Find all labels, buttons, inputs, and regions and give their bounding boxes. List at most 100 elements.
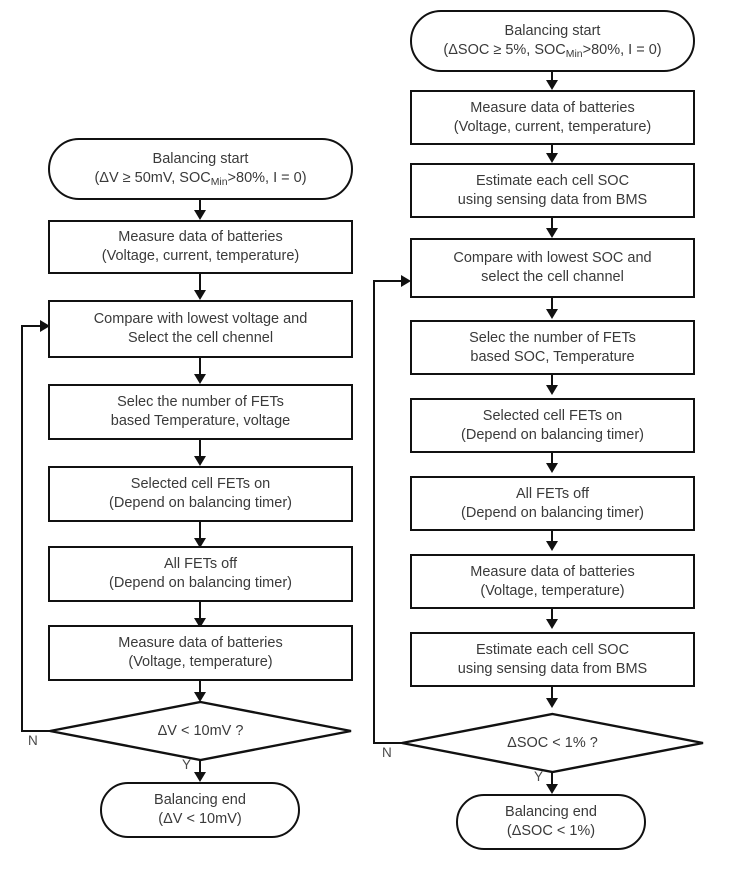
arrowhead-s1-s2 (194, 374, 206, 384)
connector-v-soc-s4-s5 (551, 453, 553, 470)
arrowhead-soc-start-s0 (546, 80, 558, 90)
soc-step-0-line1: Measure data of batteries (470, 99, 635, 116)
connector-v-soc-s2-s3 (551, 298, 553, 316)
connector-h-decision-loop (21, 730, 51, 732)
soc-end-line1: Balancing end (505, 804, 597, 821)
connector-v-s1-s2 (199, 358, 201, 380)
voltage-decision: ΔV < 10mV ? (48, 700, 353, 762)
soc-decision: ΔSOC < 1% ? (400, 712, 705, 774)
arrowhead-soc-s3-s4 (546, 385, 558, 395)
voltage-end-line2: (ΔV < 10mV) (158, 811, 242, 827)
soc-step-7: Estimate each cell SOC using sensing dat… (410, 632, 695, 687)
arrowhead-decision-end (194, 772, 206, 782)
soc-step-7-line2: using sensing data from BMS (457, 660, 648, 677)
connector-h-loop-into-step1 (21, 325, 51, 327)
arrowhead-start-s0 (194, 210, 206, 220)
soc-step-0-line2: (Voltage, current, temperature) (453, 118, 652, 135)
connector-v-soc-s7-decision (551, 687, 553, 704)
soc-step-4: Selected cell FETs on (Depend on balanci… (410, 398, 695, 453)
connector-v-soc-start-s0 (551, 72, 553, 86)
arrowhead-soc-s0-s1 (546, 153, 558, 163)
soc-step-1-line2: using sensing data from BMS (457, 191, 648, 208)
voltage-step-3: Selected cell FETs on (Depend on balanci… (48, 466, 353, 522)
soc-step-2: Compare with lowest SOC and select the c… (410, 238, 695, 298)
soc-edge-label-yes: Y (534, 769, 544, 784)
voltage-step-0-line1: Measure data of batteries (118, 229, 283, 246)
voltage-step-4-line2: (Depend on balancing timer) (109, 575, 292, 591)
voltage-step-5-line1: Measure data of batteries (118, 635, 283, 652)
soc-decision-shape (401, 712, 704, 774)
soc-start-terminal: Balancing start (ΔSOC ≥ 5%, SOCMin>80%, … (410, 10, 695, 72)
soc-start-line1: Balancing start (504, 23, 601, 40)
connector-v-soc-s1-s2 (551, 218, 553, 234)
soc-step-6-line1: Measure data of batteries (470, 563, 635, 580)
soc-step-6-line2: (Voltage, temperature) (480, 582, 625, 599)
connector-v-soc-decision-end (551, 772, 553, 791)
soc-start-line2: (ΔSOC ≥ 5%, SOCMin>80%, I = 0) (443, 42, 662, 60)
soc-end-terminal: Balancing end (ΔSOC < 1%) (456, 794, 646, 850)
voltage-step-5-line2: (Voltage, temperature) (128, 654, 273, 670)
connector-v-decision-end (199, 760, 201, 779)
voltage-step-1-line2: Select the cell chennel (127, 330, 274, 346)
voltage-step-2: Selec the number of FETs based Temperatu… (48, 384, 353, 440)
arrowhead-s5-decision (194, 692, 206, 702)
voltage-start-terminal: Balancing start (ΔV ≥ 50mV, SOCMin>80%, … (48, 138, 353, 200)
voltage-end-terminal: Balancing end (ΔV < 10mV) (100, 782, 300, 838)
connector-v-start-s0 (199, 200, 201, 216)
voltage-step-0-line2: (Voltage, current, temperature) (101, 248, 300, 264)
arrowhead-soc-decision-end (546, 784, 558, 794)
voltage-end-line1: Balancing end (154, 792, 246, 809)
soc-step-3: Selec the number of FETs based SOC, Temp… (410, 320, 695, 375)
soc-decision-label: ΔSOC < 1% ? (507, 735, 598, 751)
soc-step-2-line1: Compare with lowest SOC and (453, 250, 652, 267)
arrowhead-soc-s7-decision (546, 698, 558, 708)
soc-step-5-line1: All FETs off (515, 485, 590, 502)
arrowhead-s4-s5 (194, 618, 206, 628)
arrowhead-soc-s5-s6 (546, 541, 558, 551)
connector-v-s3-s4 (199, 522, 201, 544)
arrowhead-loop-step1 (40, 320, 50, 332)
soc-step-1: Estimate each cell SOC using sensing dat… (410, 163, 695, 218)
arrowhead-soc-s2-s3 (546, 309, 558, 319)
soc-step-6: Measure data of batteries (Voltage, temp… (410, 554, 695, 609)
arrowhead-soc-s1-s2 (546, 228, 558, 238)
connector-v-s0-s1 (199, 274, 201, 296)
arrowhead-soc-s4-s5 (546, 463, 558, 473)
soc-step-3-line2: based SOC, Temperature (470, 348, 635, 365)
soc-step-4-line1: Selected cell FETs on (482, 407, 623, 424)
voltage-step-1: Compare with lowest voltage and Select t… (48, 300, 353, 358)
soc-step-2-line2: select the cell channel (481, 269, 624, 285)
soc-step-3-line1: Selec the number of FETs (469, 329, 636, 346)
voltage-step-4-line1: All FETs off (163, 556, 238, 573)
arrowhead-s3-s4 (194, 538, 206, 548)
connector-h-soc-loop-into-step2 (373, 280, 403, 282)
soc-step-5: All FETs off (Depend on balancing timer) (410, 476, 695, 531)
soc-end-line2: (ΔSOC < 1%) (506, 823, 596, 839)
voltage-decision-shape (49, 700, 352, 762)
soc-step-7-line1: Estimate each cell SOC (475, 641, 630, 658)
connector-v-s2-s3 (199, 440, 201, 462)
voltage-decision-label: ΔV < 10mV ? (157, 723, 244, 739)
connector-v-loop-up (21, 325, 23, 732)
voltage-step-4: All FETs off (Depend on balancing timer) (48, 546, 353, 602)
voltage-step-5: Measure data of batteries (Voltage, temp… (48, 625, 353, 681)
connector-v-soc-loop-up (373, 280, 375, 744)
arrowhead-soc-loop-step2 (401, 275, 411, 287)
soc-step-4-line2: (Depend on balancing timer) (461, 426, 644, 443)
voltage-step-3-line1: Selected cell FETs on (130, 476, 271, 493)
connector-v-s4-s5 (199, 602, 201, 624)
voltage-edge-label-yes: Y (182, 757, 192, 772)
voltage-step-2-line1: Selec the number of FETs (117, 394, 284, 411)
soc-edge-label-no: N (382, 745, 392, 760)
voltage-step-0: Measure data of batteries (Voltage, curr… (48, 220, 353, 274)
soc-step-0: Measure data of batteries (Voltage, curr… (410, 90, 695, 145)
voltage-step-3-line2: (Depend on balancing timer) (109, 495, 292, 511)
connector-v-soc-s6-s7 (551, 609, 553, 626)
connector-v-soc-s0-s1 (551, 145, 553, 159)
voltage-start-line1: Balancing start (152, 151, 249, 168)
connector-v-soc-s3-s4 (551, 375, 553, 392)
connector-h-soc-decision-loop (373, 742, 403, 744)
arrowhead-soc-s6-s7 (546, 619, 558, 629)
voltage-edge-label-no: N (28, 733, 38, 748)
